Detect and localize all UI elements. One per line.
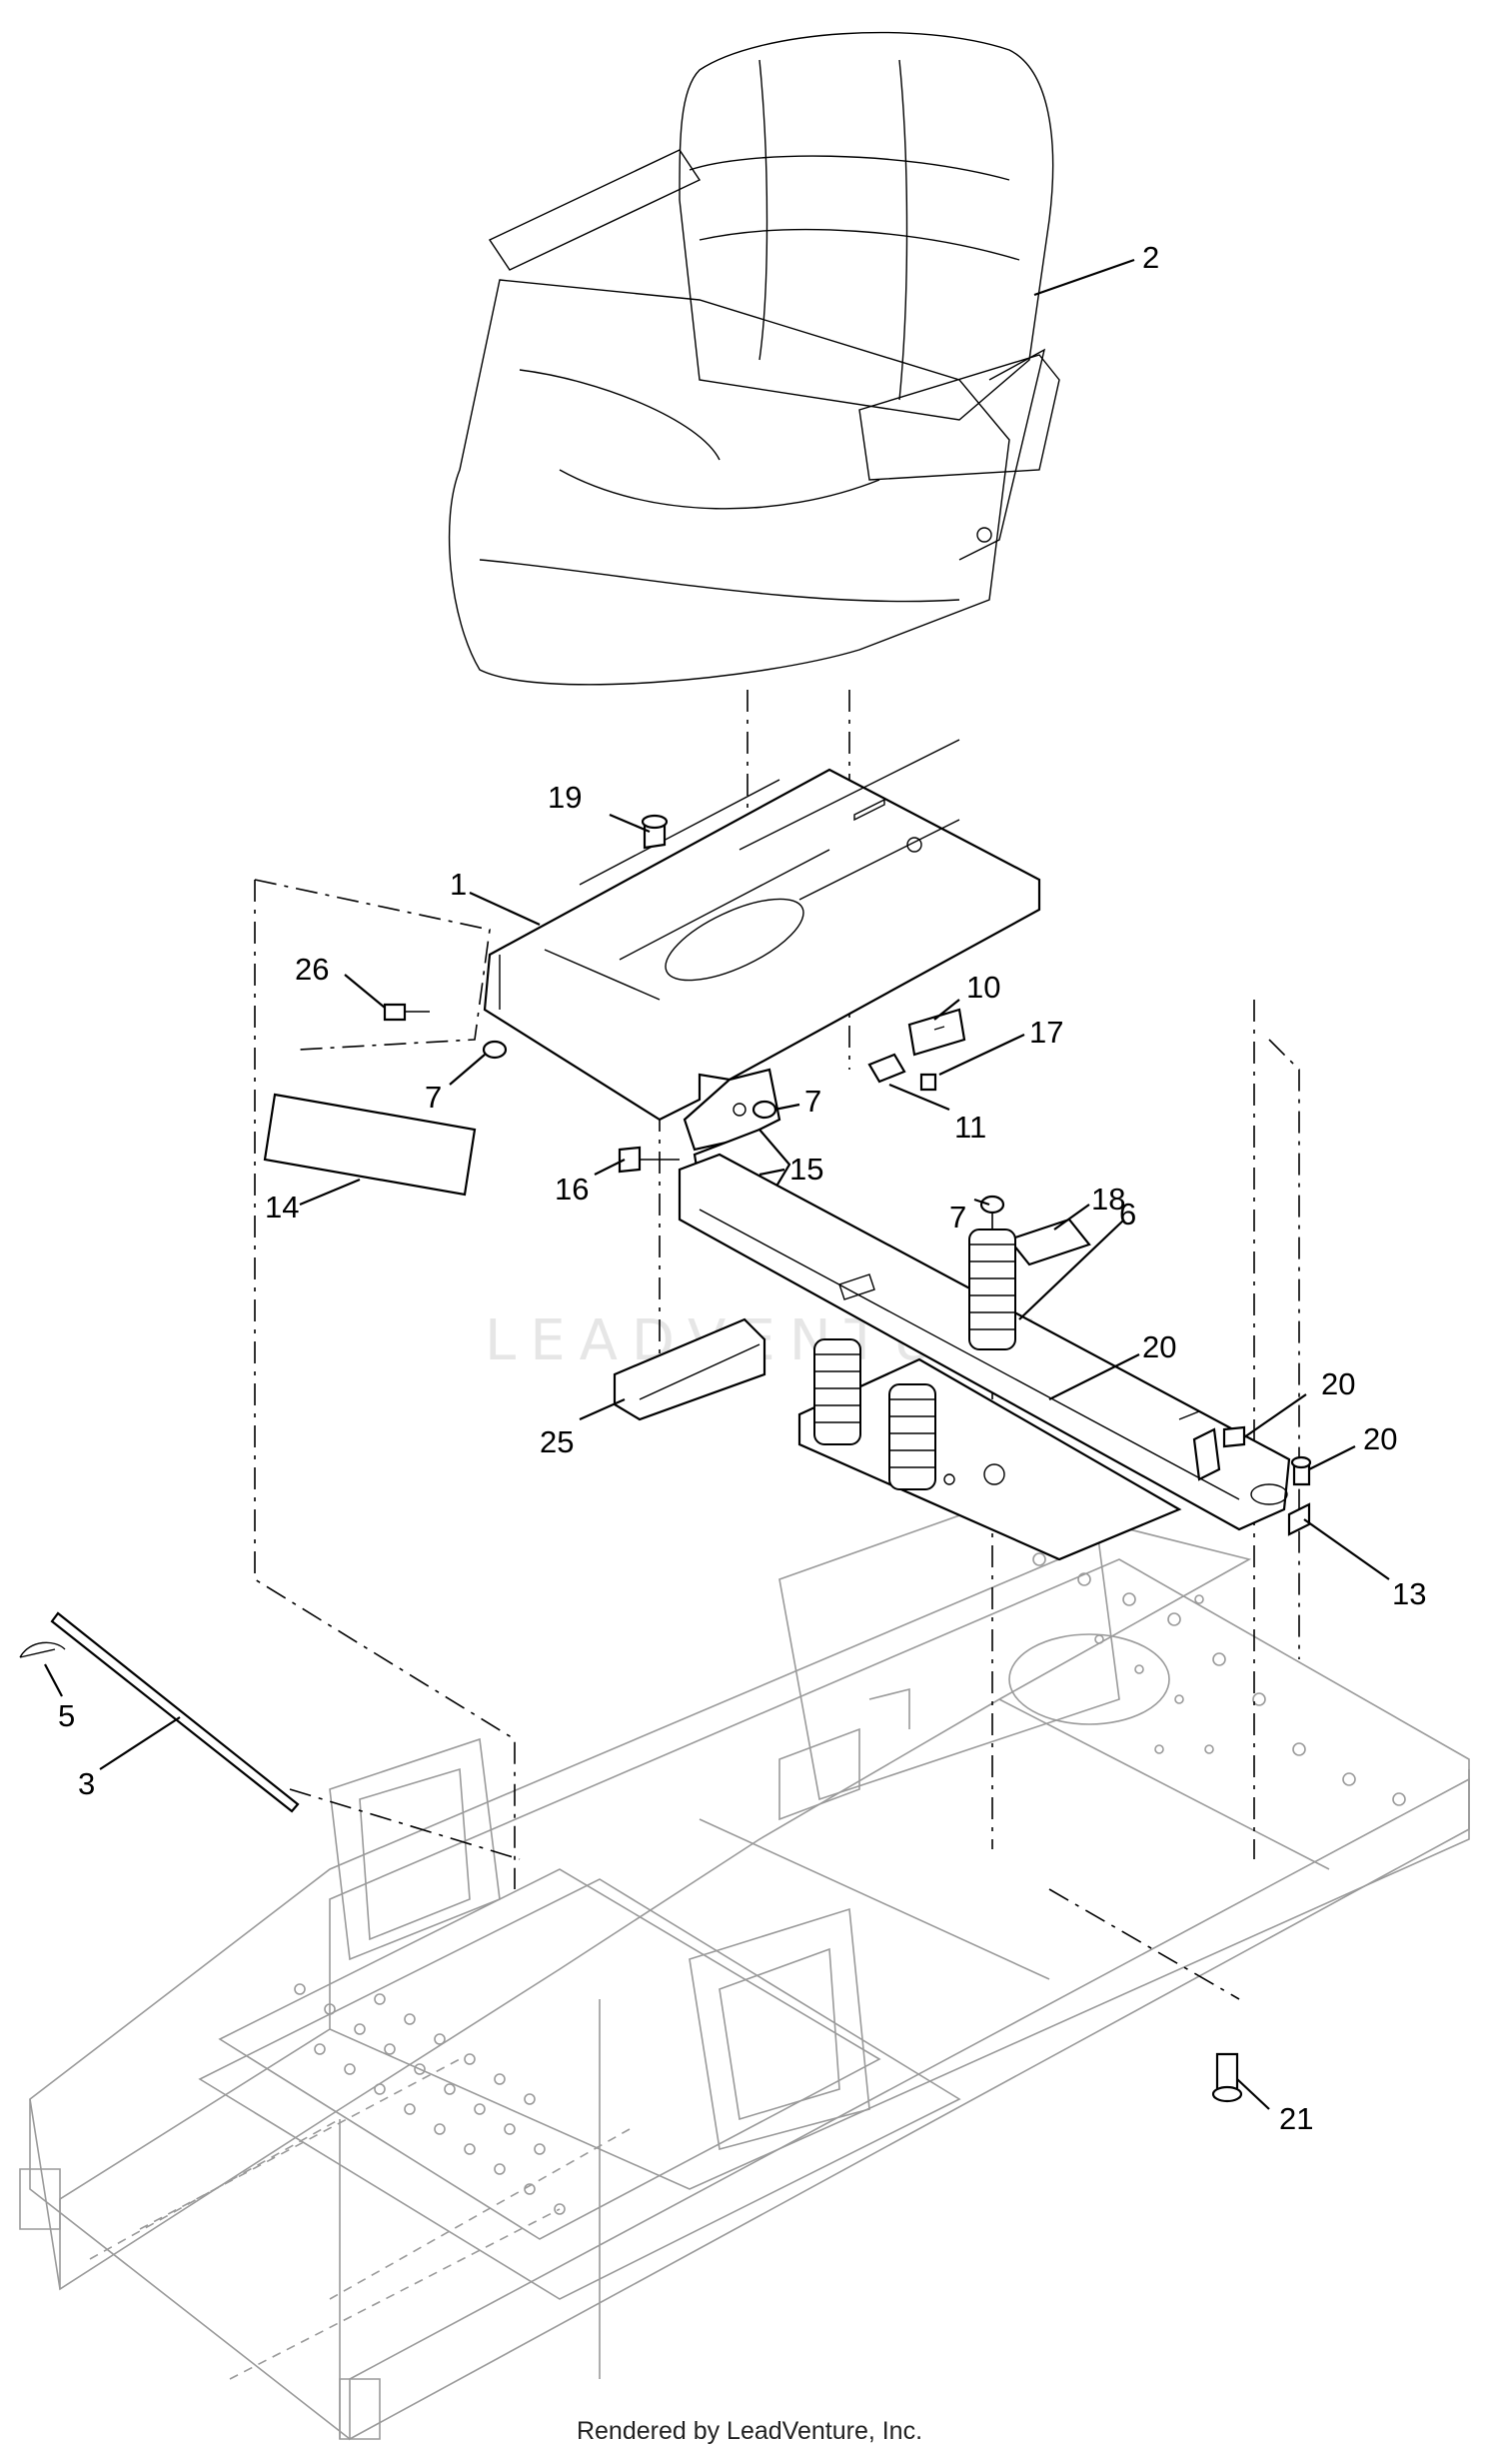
screw-17 <box>919 1073 937 1092</box>
callout-20-top: 19 <box>548 780 582 815</box>
callout-14: 14 <box>265 1190 299 1225</box>
nut-7-mid <box>751 1100 777 1120</box>
switch-11 <box>867 1053 906 1084</box>
callout-20-lower: 20 <box>1363 1421 1397 1456</box>
callout-21: 21 <box>1279 2101 1313 2136</box>
nut-7-left <box>482 1040 508 1060</box>
rod-3 <box>50 1611 300 1813</box>
bracket-13 <box>1192 1427 1311 1536</box>
bolt-20-lower <box>1290 1455 1312 1486</box>
callout-25: 25 <box>540 1424 574 1459</box>
footer-credit: Rendered by LeadVenture, Inc. <box>576 2417 923 2445</box>
leader-lines <box>44 258 1390 2110</box>
callout-7-left: 7 <box>425 1080 442 1115</box>
callout-11: 11 <box>954 1110 986 1145</box>
nut-7-spring <box>979 1195 1005 1215</box>
callout-18: 18 <box>1091 1182 1125 1217</box>
seat-assembly <box>448 31 1060 686</box>
callout-20-right: 20 <box>1321 1366 1355 1401</box>
seat-pan <box>483 739 1041 1152</box>
screw-26 <box>383 1003 430 1022</box>
bracket-10 <box>907 1008 966 1057</box>
callout-3: 3 <box>78 1766 95 1801</box>
springs <box>813 1229 1016 1490</box>
bolt-20-top <box>641 814 669 850</box>
callout-10: 10 <box>966 970 1000 1005</box>
bolt-21 <box>1211 2052 1243 2103</box>
callout-7-spring: 7 <box>949 1200 966 1234</box>
callout-2: 2 <box>1142 240 1159 275</box>
callout-19: 20 <box>1142 1329 1176 1364</box>
bolt-20-right <box>1222 1425 1246 1448</box>
callout-17: 17 <box>1029 1015 1063 1050</box>
mower-frame <box>19 1467 1470 2441</box>
decal-14 <box>263 1093 477 1197</box>
decal-18 <box>1007 1218 1091 1266</box>
callout-16: 16 <box>555 1172 589 1207</box>
callout-26: 26 <box>295 952 329 987</box>
callout-15: 15 <box>789 1152 823 1187</box>
bolt-16 <box>618 1146 680 1174</box>
callout-5: 5 <box>58 1698 75 1733</box>
callout-1: 1 <box>450 867 467 902</box>
callout-6: 6 <box>1119 1197 1136 1232</box>
hair-pin-5 <box>19 1641 66 1658</box>
callout-7-mid: 7 <box>804 1084 821 1119</box>
callout-13: 13 <box>1392 1576 1426 1611</box>
